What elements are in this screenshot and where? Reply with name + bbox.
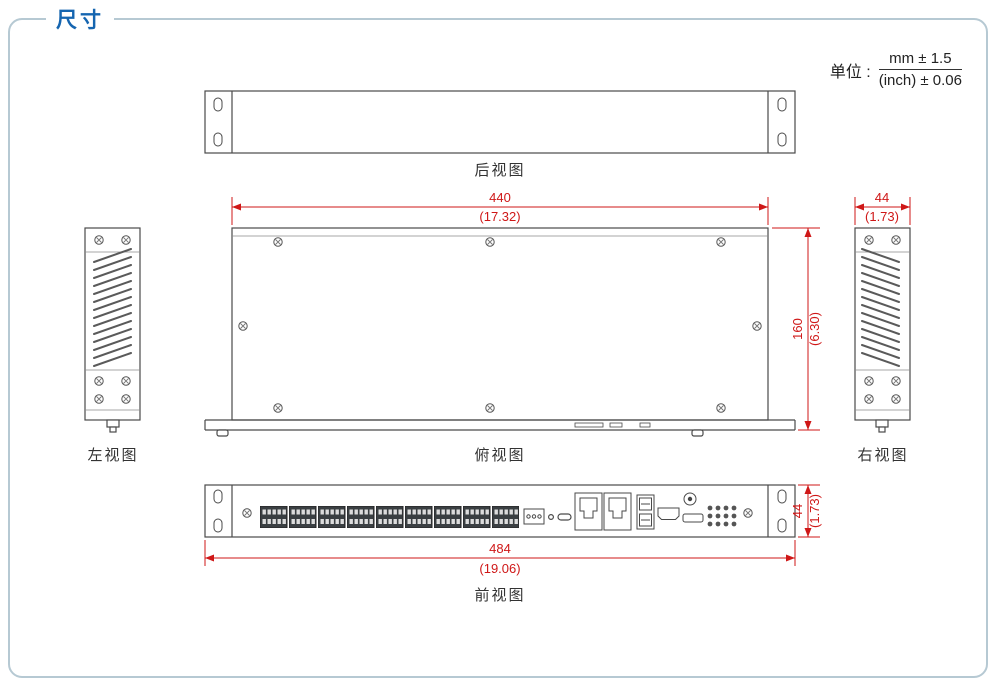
rear-panel-outline — [204, 90, 796, 154]
dim-side-width-mm: 44 — [875, 190, 889, 205]
left-view-drawing — [84, 227, 141, 433]
mounting-hole — [777, 132, 787, 147]
thumbscrew — [691, 429, 704, 437]
rj45-ports — [574, 492, 632, 531]
screw-icon — [238, 321, 248, 331]
mounting-hole — [213, 489, 223, 504]
screw-icon — [242, 508, 252, 518]
unit-label: 单位 : — [829, 63, 871, 81]
dim-front-width-mm: 484 — [489, 541, 511, 556]
unit-fraction: mm ± 1.5 (inch) ± 0.06 — [878, 50, 962, 89]
dim-top-width — [231, 197, 769, 225]
right-view-label: 右视图 — [857, 447, 908, 464]
mounting-hole — [213, 132, 223, 147]
dim-top-depth-mm: 160 — [790, 318, 805, 340]
led-indicator-grid — [707, 505, 737, 527]
power-button — [683, 492, 697, 506]
phoenix-connector — [523, 508, 545, 525]
unit-inch-tolerance: (inch) ± 0.06 — [878, 72, 962, 89]
screw-icon — [94, 394, 104, 404]
page-title: 尺寸 — [46, 4, 114, 34]
dim-front-height-mm: 44 — [790, 504, 805, 518]
dim-side-width — [854, 197, 911, 225]
mounting-hole — [777, 97, 787, 112]
dim-front-height — [798, 484, 820, 538]
unit-mm-tolerance: mm ± 1.5 — [878, 50, 962, 70]
screw-icon — [273, 237, 283, 247]
dim-front-height-inch: (1.73) — [807, 494, 822, 528]
dim-top-depth-inch: (6.30) — [807, 312, 822, 346]
top-body-outline — [231, 227, 769, 421]
left-view-label: 左视图 — [87, 447, 138, 464]
screw-icon — [94, 376, 104, 386]
reset-pinhole — [547, 513, 554, 520]
dim-front-width-inch: (19.06) — [479, 561, 520, 576]
mounting-hole — [777, 518, 787, 533]
screw-icon — [121, 235, 131, 245]
dim-side-width-inch: (1.73) — [865, 209, 899, 224]
screw-icon — [891, 376, 901, 386]
hdmi-port — [657, 507, 680, 520]
right-panel-outline — [854, 227, 911, 421]
screw-icon — [864, 376, 874, 386]
dim-top-width-inch: (17.32) — [479, 209, 520, 224]
screw-icon — [121, 394, 131, 404]
screw-icon — [94, 235, 104, 245]
screw-icon — [891, 394, 901, 404]
screw-icon — [864, 235, 874, 245]
right-view-drawing — [854, 227, 911, 433]
mounting-hole — [213, 518, 223, 533]
vent-slots — [93, 248, 132, 367]
screw-icon — [273, 403, 283, 413]
front-view-label: 前视图 — [474, 587, 525, 604]
top-view-label: 俯视图 — [474, 447, 525, 464]
rear-view-drawing — [204, 90, 796, 154]
dim-top-width-mm: 440 — [489, 190, 511, 205]
foot-tab — [109, 426, 117, 433]
foot-tab — [875, 419, 889, 428]
page-border — [8, 18, 988, 678]
thumbscrew — [216, 429, 229, 437]
mounting-hole — [777, 489, 787, 504]
dim-top-depth — [772, 227, 820, 431]
screw-icon — [485, 403, 495, 413]
front-mounting-holes — [213, 489, 787, 533]
rear-mounting-holes — [213, 97, 787, 147]
vent-slots — [861, 248, 900, 367]
top-view-drawing — [204, 227, 796, 437]
screw-icon — [485, 237, 495, 247]
dimension-lines — [204, 197, 911, 566]
rear-view-label: 后视图 — [474, 162, 525, 179]
sd-card-slot — [682, 513, 704, 523]
screw-icon — [716, 237, 726, 247]
screw-icon — [891, 235, 901, 245]
foot-tab — [878, 426, 886, 433]
front-view-drawing — [204, 484, 796, 538]
screw-icon — [864, 394, 874, 404]
terminal-block-row — [260, 506, 519, 528]
unit-note: 单位 : mm ± 1.5 (inch) ± 0.06 — [830, 50, 962, 89]
screw-icon — [743, 508, 753, 518]
screw-icon — [716, 403, 726, 413]
usb-ports — [636, 494, 655, 530]
mounting-hole — [213, 97, 223, 112]
screw-icon — [121, 376, 131, 386]
foot-tab — [106, 419, 120, 428]
dim-front-width — [204, 540, 796, 566]
screw-icon — [752, 321, 762, 331]
usb-c-port — [557, 513, 572, 521]
